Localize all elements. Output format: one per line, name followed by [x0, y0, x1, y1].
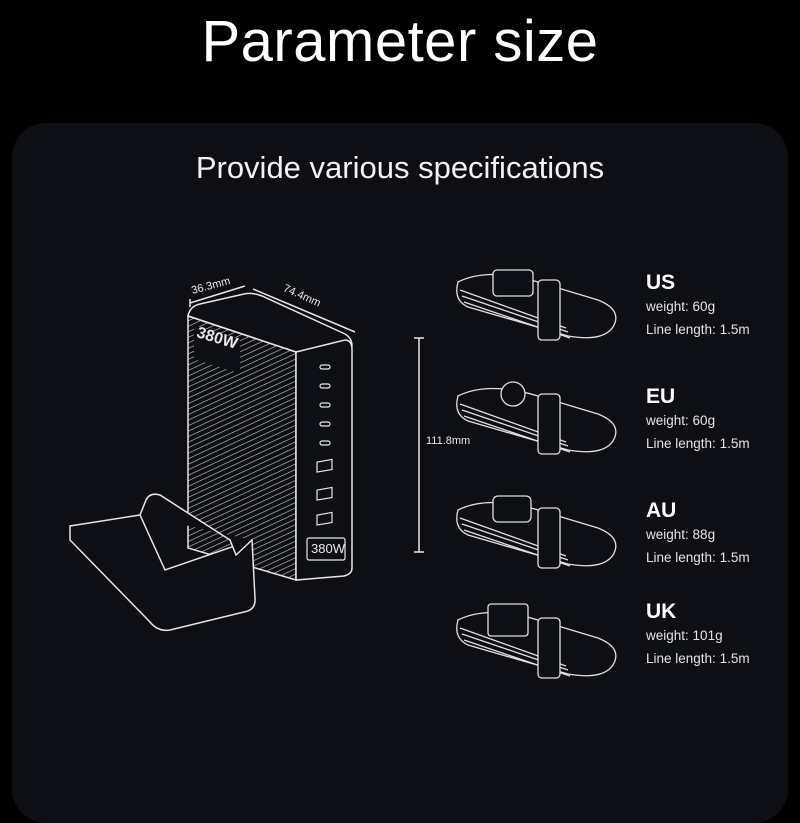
cable-uk-illustration [456, 603, 617, 679]
length-line: Line length: 1.5m [646, 436, 750, 451]
region-label: EU [646, 385, 676, 408]
region-label: US [646, 271, 676, 294]
length-line: Line length: 1.5m [646, 322, 750, 337]
region-label: UK [646, 600, 677, 623]
weight-line: weight: 60g [646, 299, 716, 314]
cable-au-illustration [456, 495, 617, 569]
weight-value: 101g [692, 628, 723, 643]
weight-value: 88g [692, 527, 716, 542]
cable-spec-au: AU weight: 88g Line length: 1.5m [646, 499, 750, 569]
page-title: Parameter size [201, 9, 599, 74]
panel-subtitle: Provide various specifications [195, 150, 605, 185]
cable-spec-us: US weight: 60g Line length: 1.5m [646, 271, 750, 341]
cable-spec-eu: EU weight: 60g Line length: 1.5m [646, 385, 750, 455]
charger-illustration [69, 285, 424, 632]
weight-value: 60g [692, 299, 716, 314]
cable-us-illustration [456, 269, 617, 341]
side-display-power: 380W [311, 541, 345, 556]
spec-panel [12, 123, 788, 823]
length-value: 1.5m [719, 436, 750, 451]
length-value: 1.5m [719, 550, 750, 565]
cable-eu-illustration [456, 381, 617, 455]
length-value: 1.5m [719, 651, 750, 666]
height-dimension: 111.8mm [426, 435, 471, 447]
length-line: Line length: 1.5m [646, 651, 750, 666]
weight-line: weight: 101g [646, 628, 723, 643]
weight-line: weight: 88g [646, 527, 716, 542]
cable-spec-uk: UK weight: 101g Line length: 1.5m [646, 600, 750, 670]
weight-line: weight: 60g [646, 413, 716, 428]
weight-value: 60g [692, 413, 716, 428]
length-value: 1.5m [719, 322, 750, 337]
region-label: AU [646, 499, 677, 522]
length-line: Line length: 1.5m [646, 550, 750, 565]
